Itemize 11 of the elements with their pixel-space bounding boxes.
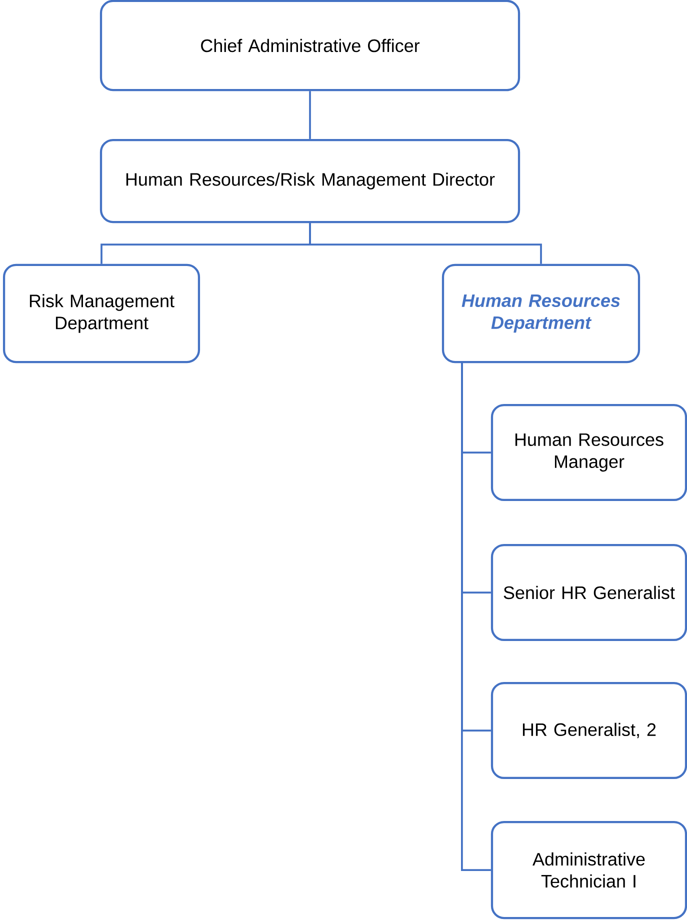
org-box: Risk Management Department [2,264,200,364]
connector-line [309,223,542,264]
org-box: Human Resources/Risk Management Director [100,138,520,224]
connector-line [461,363,491,871]
org-box: Chief Administrative Officer [100,0,520,92]
connector-line [309,91,311,139]
org-box: Human Resources Manager [490,404,687,502]
org-box: Human Resources Department [442,264,640,364]
org-box: HR Generalist, 2 [490,682,687,780]
org-box: Administrative Technician I [490,820,687,920]
org-box: Senior HR Generalist [490,544,687,642]
